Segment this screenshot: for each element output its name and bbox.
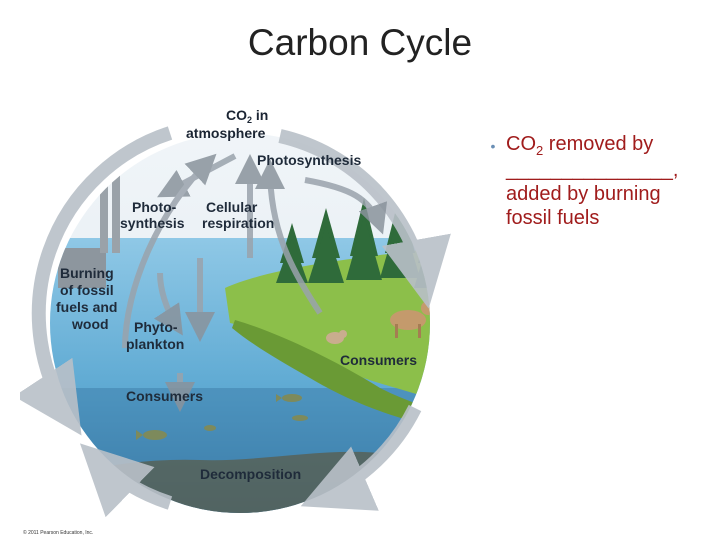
- burning-label-1: Burning: [60, 265, 114, 281]
- consumers-water-label: Consumers: [126, 388, 203, 404]
- bullet-line-3: added by burning: [480, 182, 715, 206]
- bullet-block: • CO2 removed by _______________, added …: [480, 132, 715, 230]
- phytoplankton-label-1: Phyto-: [134, 319, 178, 335]
- co2-atmosphere-label: CO2 in: [226, 107, 268, 125]
- photo-synthesis-label-2: synthesis: [120, 215, 185, 231]
- carbon-cycle-diagram: CO2 in atmosphere Photosynthesis Photo- …: [20, 88, 478, 538]
- cellular-respiration-label-1: Cellular: [206, 199, 258, 215]
- consumers-land-label: Consumers: [340, 352, 417, 368]
- photo-synthesis-label-1: Photo-: [132, 199, 177, 215]
- slide-title: Carbon Cycle: [0, 22, 720, 64]
- burning-label-4: wood: [71, 316, 109, 332]
- bullet-line-4: fossil fuels: [480, 206, 715, 230]
- photosynthesis-label: Photosynthesis: [257, 152, 361, 168]
- sea-floor: [20, 452, 478, 538]
- bullet-dot-icon: •: [480, 132, 506, 158]
- burning-label-2: of fossil: [60, 282, 114, 298]
- bullet-item: • CO2 removed by: [480, 132, 715, 158]
- bullet-blank: _______________,: [480, 158, 715, 182]
- burning-label-3: fuels and: [56, 299, 117, 315]
- bullet-line-1: CO2 removed by: [506, 132, 653, 158]
- copyright-text: © 2011 Pearson Education, Inc.: [23, 529, 93, 536]
- decomposition-label: Decomposition: [200, 466, 301, 482]
- cellular-respiration-label-2: respiration: [202, 215, 274, 231]
- phytoplankton-label-2: plankton: [126, 336, 184, 352]
- atmosphere-label: atmosphere: [186, 125, 266, 141]
